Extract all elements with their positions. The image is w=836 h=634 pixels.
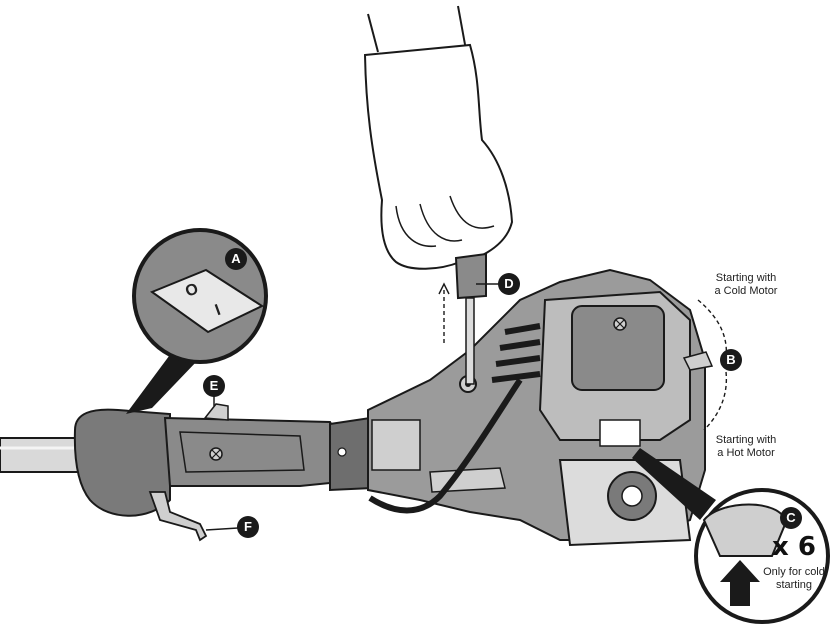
- hot-start-line1: Starting with: [715, 434, 777, 446]
- screwdriver: [438, 252, 487, 385]
- choke-lever: [682, 351, 714, 371]
- cold-start-line2: a Cold Motor: [714, 284, 778, 297]
- push-arrow-icon: [720, 560, 760, 606]
- label-c-badge: C: [780, 507, 802, 529]
- handle: [73, 403, 341, 542]
- air-filter-cover: [538, 290, 728, 441]
- label-e-badge: E: [203, 375, 225, 397]
- label-d-badge: D: [498, 273, 520, 295]
- gloved-hand: [363, 5, 514, 270]
- primer-note-line1: Only for cold: [763, 566, 825, 578]
- throttle-cable: [368, 378, 523, 514]
- throttle-trigger: [148, 491, 208, 542]
- safety-lock-lever: [203, 403, 229, 421]
- cold-start-label: Starting with a Cold Motor: [700, 272, 792, 297]
- primer-note: Only for cold starting: [756, 566, 832, 591]
- label-f-badge: F: [237, 516, 259, 538]
- label-a-badge: A: [225, 248, 247, 270]
- hot-start-line2: a Hot Motor: [717, 446, 775, 459]
- cold-start-line1: Starting with: [715, 272, 777, 284]
- primer-note-line2: starting: [775, 578, 813, 591]
- label-b-badge: B: [720, 349, 742, 371]
- primer-count: x 6: [772, 532, 816, 562]
- hot-start-label: Starting with a Hot Motor: [700, 434, 792, 459]
- primer-bulb: [702, 503, 788, 557]
